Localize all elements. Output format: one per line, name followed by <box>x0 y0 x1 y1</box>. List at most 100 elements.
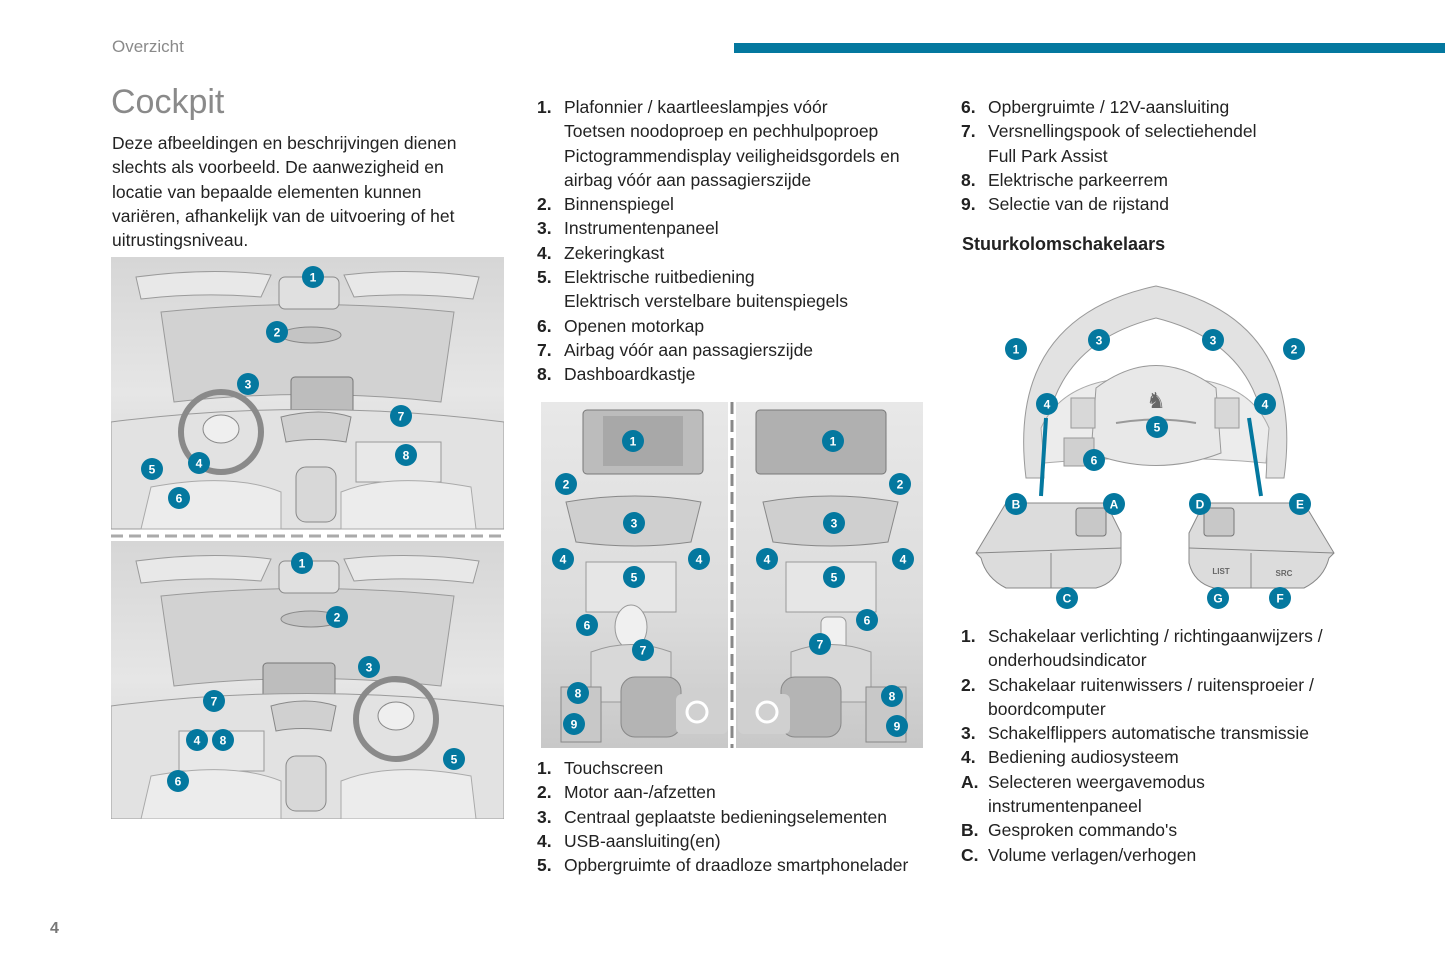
callout-6: 6 <box>167 770 189 792</box>
svg-text:3: 3 <box>1096 334 1103 348</box>
svg-text:2: 2 <box>274 326 281 340</box>
callout-4: 4 <box>1254 393 1276 415</box>
steering-controls-heading: Stuurkolomschakelaars <box>962 234 1166 254</box>
list-item-number: 1. <box>537 758 552 778</box>
callout-6: 6 <box>576 614 598 636</box>
callout-5: 5 <box>823 566 845 588</box>
svg-text:2: 2 <box>897 478 904 492</box>
svg-text:8: 8 <box>889 690 896 704</box>
list-item-number: 8. <box>537 364 552 385</box>
list-item-text: Full Park Assist <box>988 145 1108 166</box>
list-item-text: Versnellingspook of selectiehendel <box>988 121 1257 142</box>
svg-text:9: 9 <box>571 718 578 732</box>
callout-7: 7 <box>390 405 412 427</box>
list-item-text: Pictogrammendisplay veiligheidsgordels e… <box>564 145 900 166</box>
callout-3: 3 <box>358 656 380 678</box>
callout-2: 2 <box>555 473 577 495</box>
intro-paragraph: Deze afbeeldingen en beschrijvingen dien… <box>112 133 457 251</box>
list-item-number: 3. <box>961 723 976 744</box>
list-item-number: 4. <box>537 242 552 263</box>
svg-text:4: 4 <box>196 457 203 471</box>
callout-6: 6 <box>1083 449 1105 471</box>
steering-side-icon-left <box>676 694 728 734</box>
list-item-number: 5. <box>537 855 552 876</box>
svg-text:6: 6 <box>584 619 591 633</box>
list-item-number: 8. <box>961 169 976 190</box>
svg-text:6: 6 <box>175 775 182 789</box>
callout-6: 6 <box>856 609 878 631</box>
svg-text:4: 4 <box>194 734 201 748</box>
svg-text:3: 3 <box>831 517 838 531</box>
callout-8: 8 <box>395 444 417 466</box>
list-item-number: 3. <box>537 218 552 239</box>
list-item-number: 1. <box>537 97 552 117</box>
callout-4: 4 <box>756 548 778 570</box>
list-item: 8. Elektrische parkeerrem <box>961 168 1361 192</box>
callout-B: B <box>1005 493 1027 515</box>
svg-text:1: 1 <box>310 271 317 285</box>
callout-5: 5 <box>1146 416 1168 438</box>
svg-text:2: 2 <box>334 611 341 625</box>
list-item-text: Gesproken commando's <box>988 820 1178 841</box>
svg-text:1: 1 <box>630 435 637 449</box>
callout-1: 1 <box>1005 338 1027 360</box>
callout-3: 3 <box>237 373 259 395</box>
svg-text:6: 6 <box>176 492 183 506</box>
list-item-number: C. <box>961 844 979 865</box>
list-item: B.Gesproken commando's <box>961 818 1381 842</box>
list-item-text: Schakelaar verlichting / richtingaanwijz… <box>988 626 1323 646</box>
cockpit-illustration: 1 2 3 4 5 6 7 8 1 2 3 4 8 5 6 7 <box>111 257 504 819</box>
list-item-text: Toetsen noodoproep en pechhulpoproep <box>564 121 879 142</box>
svg-text:9: 9 <box>894 720 901 734</box>
page-title: Cockpit <box>111 83 225 121</box>
callout-3: 3 <box>1202 329 1224 351</box>
list-item: 2.Binnenspiegel <box>537 192 927 216</box>
list-item: 8.Dashboardkastje <box>537 362 927 386</box>
callout-3: 3 <box>623 512 645 534</box>
callout-5: 5 <box>141 458 163 480</box>
callout-8: 8 <box>567 682 589 704</box>
callout-4: 4 <box>188 452 210 474</box>
list-item-number: 3. <box>537 806 552 827</box>
list-item: 4.USB-aansluiting(en) <box>537 829 937 853</box>
svg-text:4: 4 <box>1262 398 1269 412</box>
svg-text:7: 7 <box>640 644 647 658</box>
list-item: 2.Motor aan-/afzetten <box>537 780 937 804</box>
list-item-text: Binnenspiegel <box>564 194 674 215</box>
list-item-text: boordcomputer <box>988 698 1106 719</box>
list-item-number: 9. <box>961 194 976 215</box>
list-item-text: Schakelaar ruitenwissers / ruitensproeie… <box>988 674 1314 695</box>
svg-text:8: 8 <box>220 734 227 748</box>
list-item: 3.Centraal geplaatste bedieningselemente… <box>537 805 937 829</box>
list-item-number: 4. <box>537 830 552 851</box>
callout-G: G <box>1207 587 1229 609</box>
svg-text:5: 5 <box>631 571 638 585</box>
list-item-text: Opbergruimte of draadloze smartphonelade… <box>564 855 909 876</box>
svg-text:4: 4 <box>764 553 771 567</box>
callout-2: 2 <box>326 606 348 628</box>
page-number: 4 <box>50 920 59 937</box>
list-item: 6.Openen motorkap <box>537 314 927 338</box>
list-item: 5. Opbergruimte of draadloze smartphonela… <box>537 853 937 877</box>
list-item: 7.Airbag vóór aan passagierszijde <box>537 338 927 362</box>
list-item-text: Elektrische parkeerrem <box>988 169 1168 190</box>
list-item-text: Elektrische ruitbediening <box>564 267 755 288</box>
section-label: Overzicht <box>112 37 184 56</box>
callout-3: 3 <box>823 512 845 534</box>
list-item-number: 2. <box>961 674 976 695</box>
svg-text:5: 5 <box>451 753 458 767</box>
svg-text:5: 5 <box>831 571 838 585</box>
list-item: C.Volume verlagen/verhogen <box>961 843 1381 867</box>
list-item: 3.Schakelflippers automatische transmiss… <box>961 721 1381 745</box>
list-item: 4.Zekeringkast <box>537 241 927 265</box>
list-button-label: LIST <box>1212 567 1229 576</box>
list-item-number: 4. <box>961 747 976 768</box>
svg-text:7: 7 <box>817 638 824 652</box>
svg-text:1: 1 <box>299 557 306 571</box>
svg-text:1: 1 <box>1013 343 1020 357</box>
list-item-text: Airbag vóór aan passagierszijde <box>564 339 814 360</box>
svg-text:4: 4 <box>560 553 567 567</box>
src-button-label: SRC <box>1276 569 1293 578</box>
list-item-text: onderhoudsindicator <box>988 650 1147 671</box>
